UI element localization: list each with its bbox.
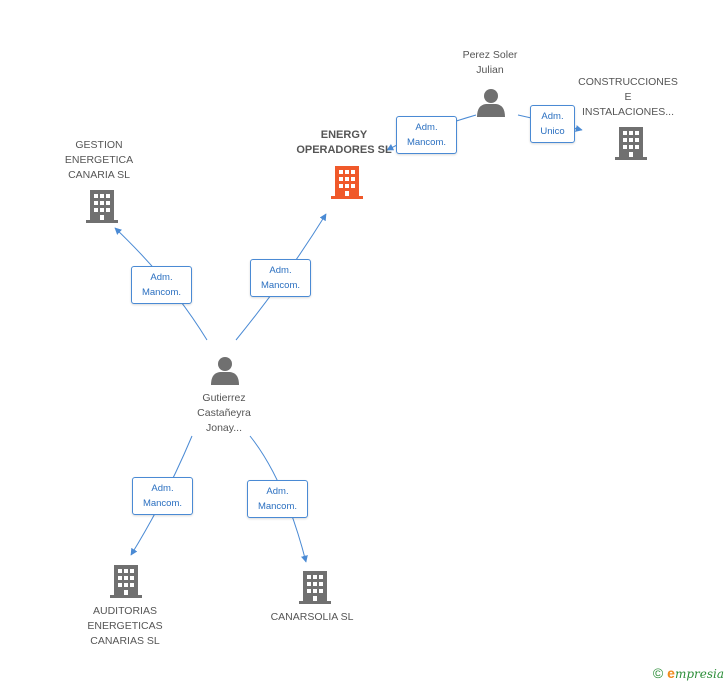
node-label-perez[interactable]: Perez Soler Julian	[462, 49, 518, 76]
node-label-gutierrez[interactable]: Gutierrez Castañeyra Jonay...	[197, 392, 251, 434]
node-label-canarsolia[interactable]: CANARSOLIA SL	[270, 611, 354, 623]
building-icon-energy[interactable]	[331, 166, 363, 199]
copyright-icon: ©	[652, 665, 664, 681]
edge-label-perez-energy[interactable]: Adm. Mancom.	[396, 116, 457, 154]
edge-label-gutierrez-canarsolia[interactable]: Adm. Mancom.	[247, 480, 308, 518]
building-icon-gestion[interactable]	[86, 190, 118, 223]
footer-brand: ©empresia	[653, 665, 724, 681]
person-icon-gutierrez[interactable]	[211, 357, 239, 385]
brand-initial: e	[667, 665, 675, 681]
edge-label-perez-construcciones[interactable]: Adm. Unico	[530, 105, 575, 143]
node-label-construcciones[interactable]: CONSTRUCCIONES E INSTALACIONES...	[578, 76, 678, 118]
node-label-energy[interactable]: ENERGY OPERADORES SL	[296, 129, 392, 156]
edge-label-gutierrez-auditorias[interactable]: Adm. Mancom.	[132, 477, 193, 515]
person-icon-perez[interactable]	[477, 89, 505, 117]
building-icon-construcciones[interactable]	[615, 127, 647, 160]
building-icon-canarsolia[interactable]	[299, 571, 331, 604]
node-label-gestion[interactable]: GESTION ENERGETICA CANARIA SL	[64, 139, 134, 181]
building-icon-auditorias[interactable]	[110, 565, 142, 598]
node-label-auditorias[interactable]: AUDITORIAS ENERGETICAS CANARIAS SL	[87, 605, 163, 647]
brand-name: mpresia	[674, 667, 724, 681]
edge-label-gutierrez-gestion[interactable]: Adm. Mancom.	[131, 266, 192, 304]
edge-label-gutierrez-energy[interactable]: Adm. Mancom.	[250, 259, 311, 297]
